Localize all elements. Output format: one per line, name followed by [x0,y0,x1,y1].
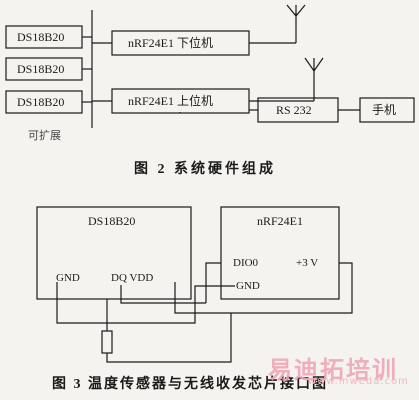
watermark-logo: 易迪拓培训 [268,356,398,384]
watermark-url: www.mweda.com [308,376,409,387]
radio-dio0-pin: DIO0 [233,257,259,269]
sensor-chip-box [36,206,192,300]
lower-unit-label: nRF24E1 下位机 [128,36,214,50]
radio-vcc-pin: +3 V [296,257,319,269]
sensor-dq-vdd-pins: DQ VDD [111,272,154,284]
sensor-label-2: DS18B20 [17,62,65,76]
upper-antenna-icon [304,57,324,73]
pullup-resistor [101,330,113,354]
rs232-label: RS 232 [276,103,312,117]
sensor-label-1: DS18B20 [17,30,65,44]
phone-box [359,97,415,123]
figure2-caption: 图 2 系统硬件组成 [134,162,276,177]
radio-chip-box [220,206,340,300]
gnd-gnd-wire [56,282,235,324]
sensor-gnd-pin: GND [56,272,80,284]
radio-chip-label: nRF24E1 [257,214,304,228]
lower-antenna-icon [286,4,306,17]
dq-dio0-wire [120,262,221,303]
radio-gnd-pin: GND [236,280,260,292]
figure3-caption: 图 3 温度传感器与无线收发芯片接口图 [52,377,328,392]
upper-unit-label: nRF24E1 上位机 [128,94,214,108]
vdd-vcc-wire [174,262,353,314]
expandable-note: 可扩展 [28,130,61,142]
sensor-label-3: DS18B20 [17,95,65,109]
sensor-chip-label: DS18B20 [88,214,136,228]
phone-label: 手机 [372,103,397,117]
dq-tap-wire [120,299,206,304]
